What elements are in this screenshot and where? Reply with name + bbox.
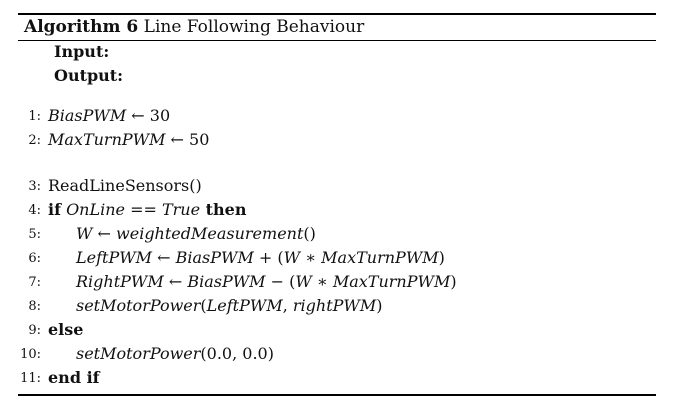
math-var: LeftPWM (206, 296, 283, 315)
caption-rule (18, 40, 656, 41)
line-code: BiasPWM ← 30 (48, 105, 170, 127)
line-code: else (48, 319, 83, 341)
line-number: 7: (28, 275, 41, 290)
code-text: == (125, 200, 162, 219)
line-number: 6: (28, 251, 41, 266)
code-text: () (303, 224, 316, 243)
math-var: BiasPWM (175, 248, 254, 267)
math-var: LeftPWM (76, 248, 153, 267)
code-text: ← (152, 248, 176, 267)
math-var: W (295, 272, 312, 291)
algorithm-block: Algorithm 6 Line Following Behaviour Inp… (18, 13, 656, 407)
line-number: 11: (20, 371, 41, 386)
math-var: MaxTurnPWM (332, 272, 451, 291)
line-code: ReadLineSensors() (48, 175, 202, 197)
line-code: setMotorPower(0.0, 0.0) (76, 343, 274, 365)
code-text: ∗ (311, 272, 333, 291)
math-var: BiasPWM (48, 106, 127, 125)
math-var: W (283, 248, 301, 267)
math-var: RightPWM (76, 272, 164, 291)
code-line-11: 11: end if (18, 366, 656, 390)
code-text: ← (92, 224, 117, 243)
math-var: rightPWM (292, 296, 377, 315)
math-var: weightedMeasurement (116, 224, 304, 243)
code-line-8: 8: setMotorPower(LeftPWM, rightPWM) (18, 294, 656, 318)
line-code: W ← weightedMeasurement() (76, 223, 316, 245)
code-text: ReadLineSensors() (48, 176, 202, 195)
line-number: 3: (28, 179, 41, 194)
code-text: , (282, 296, 293, 315)
input-label: Input: (54, 42, 110, 61)
code-line-3: 3: ReadLineSensors() (18, 174, 656, 198)
code-text: + ( (253, 248, 284, 267)
line-number: 8: (28, 299, 41, 314)
line-number: 10: (20, 347, 41, 362)
code-line-5: 5: W ← weightedMeasurement() (18, 222, 656, 246)
code-text: ) (450, 272, 457, 291)
math-var: BiasPWM (187, 272, 266, 291)
line-code: if OnLine == True then (48, 199, 246, 221)
line-code: end if (48, 367, 100, 389)
code-line-7: 7: RightPWM ← BiasPWM − (W ∗ MaxTurnPWM) (18, 270, 656, 294)
code-text: ← 30 (126, 106, 171, 125)
line-code: MaxTurnPWM ← 50 (48, 129, 209, 151)
code-line-1: 1: BiasPWM ← 30 (18, 104, 656, 128)
top-rule (18, 13, 656, 15)
line-number: 1: (28, 109, 41, 124)
math-var: W (76, 224, 93, 243)
code-line-2: 2: MaxTurnPWM ← 50 (18, 128, 656, 152)
code-text: ) (438, 248, 445, 267)
algorithm-caption: Algorithm 6 Line Following Behaviour (24, 16, 364, 38)
line-code: setMotorPower(LeftPWM, rightPWM) (76, 295, 382, 317)
code-text: (0.0, 0.0) (200, 344, 274, 363)
output-label: Output: (54, 66, 124, 85)
line-code: LeftPWM ← BiasPWM + (W ∗ MaxTurnPWM) (76, 247, 445, 269)
math-var: setMotorPower (76, 296, 201, 315)
bottom-rule (18, 394, 656, 396)
math-var: OnLine (66, 200, 125, 219)
code-text: ) (376, 296, 383, 315)
algorithm-title: Line Following Behaviour (143, 17, 365, 37)
code-text: ← 50 (165, 130, 210, 149)
math-var: True (161, 200, 201, 219)
code-line-9: 9: else (18, 318, 656, 342)
line-number: 4: (28, 203, 41, 218)
code-text: ( (200, 296, 207, 315)
algorithm-label: Algorithm 6 (24, 17, 139, 37)
math-var: setMotorPower (76, 344, 201, 363)
math-var: MaxTurnPWM (321, 248, 439, 267)
keyword: else (48, 320, 84, 339)
code-line-6: 6: LeftPWM ← BiasPWM + (W ∗ MaxTurnPWM) (18, 246, 656, 270)
line-code: RightPWM ← BiasPWM − (W ∗ MaxTurnPWM) (76, 271, 457, 293)
code-line-4: 4: if OnLine == True then (18, 198, 656, 222)
code-text: ← (163, 272, 188, 291)
math-var: MaxTurnPWM (48, 130, 166, 149)
keyword: end if (48, 368, 100, 387)
keyword: then (200, 200, 247, 219)
keyword: if (48, 200, 61, 219)
code-line-10: 10: setMotorPower(0.0, 0.0) (18, 342, 656, 366)
line-number: 5: (28, 227, 41, 242)
line-number: 2: (28, 133, 41, 148)
line-number: 9: (28, 323, 41, 338)
code-text: ∗ (300, 248, 322, 267)
code-text: − ( (265, 272, 296, 291)
